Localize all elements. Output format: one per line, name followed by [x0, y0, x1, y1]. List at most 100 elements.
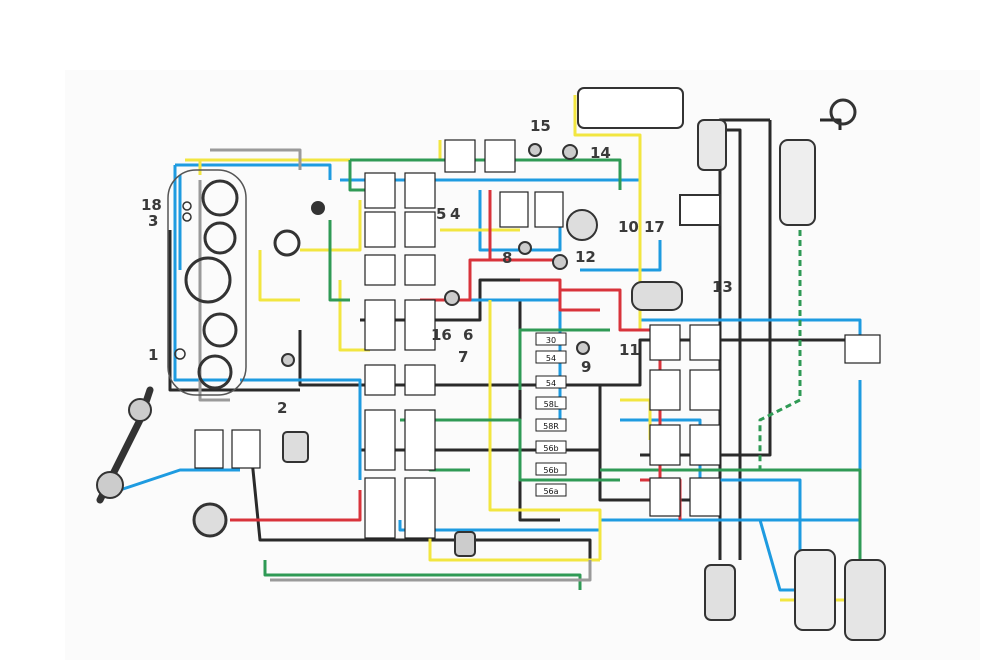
fuse-tag: 30	[535, 332, 567, 346]
sensor-icon	[528, 143, 542, 157]
callout-number: 16	[431, 326, 452, 344]
sensor-icon	[576, 341, 590, 355]
sensor-icon	[562, 144, 578, 160]
relay-block	[649, 369, 681, 411]
sensor-icon	[281, 353, 295, 367]
fuse-tag: 58R	[535, 418, 567, 432]
relay-block	[404, 211, 436, 248]
relay-block	[404, 364, 436, 396]
indicator-lamp-icon	[182, 212, 192, 222]
relay-block	[689, 369, 721, 411]
fuse-label: 58L	[544, 400, 559, 409]
callout-number: 13	[712, 278, 733, 296]
fuse-label: 56a	[543, 487, 558, 496]
callout-number: 6	[463, 326, 473, 344]
relay-block	[364, 477, 396, 539]
relay-block	[844, 334, 881, 364]
sensor-icon	[518, 241, 532, 255]
callout-number: 7	[458, 348, 468, 366]
fuse-label: 54	[546, 354, 556, 363]
relay-block	[404, 299, 436, 351]
lamp-icon	[779, 139, 816, 226]
regulator-icon	[679, 194, 721, 226]
callout-number: 17	[644, 218, 665, 236]
wire-harness	[119, 95, 880, 620]
fuse-tag: 54	[535, 375, 567, 389]
instrument-cluster	[167, 169, 325, 396]
ignition-coil-icon	[454, 531, 476, 557]
relay-block	[404, 409, 436, 471]
handlebar-switch-icon	[128, 398, 152, 422]
lamp-icon	[704, 564, 736, 621]
relay-block	[649, 477, 681, 517]
relay-block	[689, 424, 721, 466]
fuse-label: 56b	[543, 466, 558, 475]
components	[96, 87, 886, 641]
right-relay-board	[649, 324, 881, 517]
callout-number: 11	[619, 341, 640, 359]
callout-number: 9	[581, 358, 591, 376]
tail-light-icon	[577, 87, 684, 129]
horn-icon	[192, 502, 228, 538]
headlight-icon	[829, 98, 857, 126]
lamp-icon	[794, 549, 836, 631]
gauge-icon	[203, 221, 237, 255]
relay-block	[534, 191, 564, 228]
fuse-tag: 54	[535, 350, 567, 364]
callout-number: 5	[436, 205, 446, 223]
generator-icon	[566, 209, 598, 241]
fuse-label: 58R	[543, 422, 559, 431]
switch-icon	[311, 201, 325, 215]
fuse-tag: 56b	[535, 440, 567, 454]
relay-block	[364, 364, 396, 396]
clock-icon	[197, 354, 233, 390]
speedometer-icon	[184, 256, 232, 304]
callout-number: 12	[575, 248, 596, 266]
ignition-switch-icon	[273, 229, 301, 257]
callout-number: 18	[141, 196, 162, 214]
indicator-lamp-icon	[174, 348, 186, 360]
relay-block	[689, 477, 721, 517]
relay-block	[364, 172, 396, 209]
relay-block	[649, 324, 681, 361]
starter-motor-icon	[631, 281, 683, 311]
relay-block	[364, 211, 396, 248]
lamp-icon	[844, 559, 886, 641]
indicator-lamp-icon	[182, 201, 192, 211]
callout-number: 8	[502, 249, 512, 267]
callout-number: 10	[618, 218, 639, 236]
relay-block	[499, 191, 529, 228]
callout-number: 2	[277, 399, 287, 417]
fuse-tag: 58L	[535, 396, 567, 410]
sensor-icon	[552, 254, 568, 270]
relay-block	[649, 424, 681, 466]
relay-block	[364, 409, 396, 471]
callout-number: 1	[148, 346, 158, 364]
fuse-label: 30	[546, 336, 556, 345]
component-callouts: 1 2 3 4 5 6 7 8 9 10 11 12 13 14 15 16 1…	[141, 117, 733, 417]
fuse-tag: 56a	[535, 483, 567, 497]
fuse-label: 54	[546, 379, 556, 388]
relay-block	[689, 324, 721, 361]
relay-block	[404, 477, 436, 539]
lamp-icon	[697, 119, 727, 171]
gauge-icon	[202, 312, 238, 348]
relay-block	[364, 254, 396, 286]
gauge-icon	[201, 179, 239, 217]
relay-block	[484, 139, 516, 173]
relay-block	[404, 254, 436, 286]
relay-block	[364, 299, 396, 351]
lower-left-relays	[194, 429, 261, 469]
sensor-icon	[444, 290, 460, 306]
relay-block	[194, 429, 224, 469]
relay-block	[404, 172, 436, 209]
dimmer-switch-icon	[282, 431, 309, 463]
callout-number: 4	[450, 205, 460, 223]
callout-number: 3	[148, 212, 158, 230]
fuse-label: 56b	[543, 444, 558, 453]
callout-number: 14	[590, 144, 611, 162]
fuse-tag: 56b	[535, 462, 567, 476]
handlebar-switch-icon	[96, 471, 124, 499]
